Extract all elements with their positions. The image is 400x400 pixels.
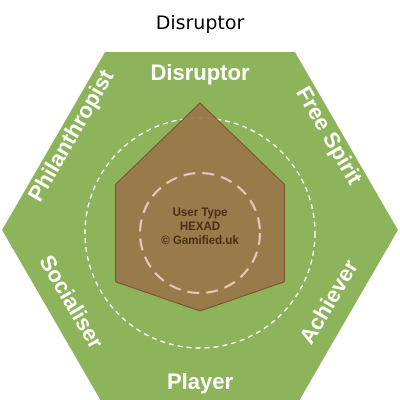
axis-label-player: Player	[167, 369, 233, 394]
inner-guide-circle	[138, 171, 262, 295]
center-text-line-2: HEXAD	[180, 221, 220, 233]
center-text-line-3: © Gamified.uk	[161, 235, 239, 247]
data-polygon	[115, 102, 285, 312]
center-text-line-1: User Type	[173, 207, 228, 219]
chart-title: Disruptor	[156, 12, 245, 34]
axis-label-disruptor: Disruptor	[151, 60, 250, 85]
